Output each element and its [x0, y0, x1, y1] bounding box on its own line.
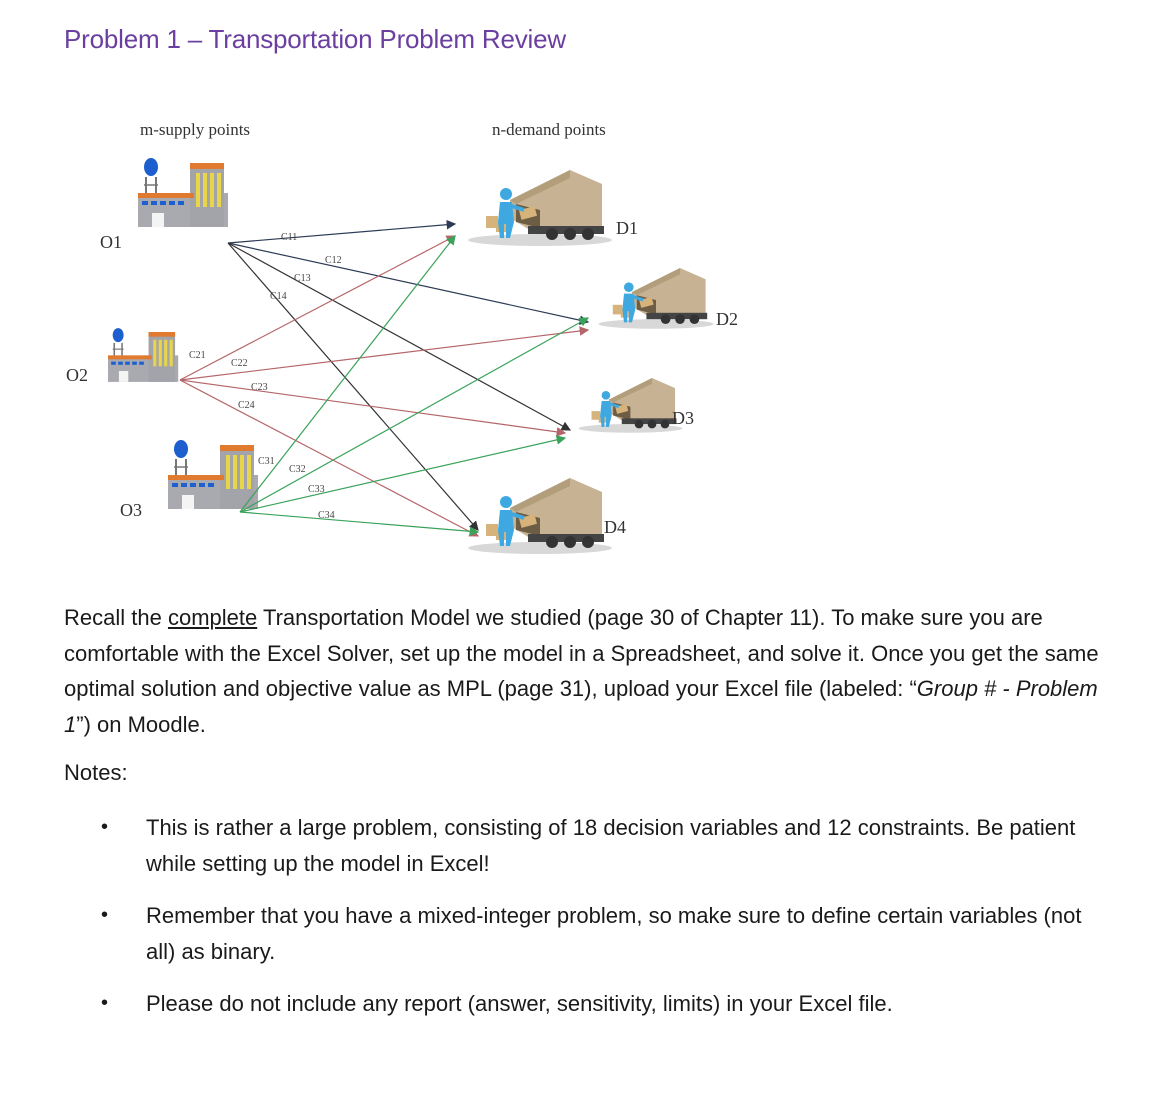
notes-heading: Notes: [64, 760, 128, 785]
cost-label-c34: C34 [318, 510, 335, 521]
bullet-text: Please do not include any report (answer… [146, 991, 893, 1016]
demand-label-d1: D1 [616, 218, 638, 238]
list-item: • Remember that you have a mixed-integer … [0, 898, 1106, 969]
route-o1-d2 [227, 242, 590, 325]
truck-icon-d1 [466, 168, 614, 248]
cost-label-c11: C11 [281, 232, 297, 243]
bullet-icon: • [101, 904, 109, 926]
cost-label-c13: C13 [294, 273, 311, 284]
cost-label-c22: C22 [231, 358, 248, 369]
demand-label-d2: D2 [716, 309, 738, 329]
factory-icon-o3 [167, 439, 259, 510]
bullet-text: Remember that you have a mixed-integer p… [146, 903, 1082, 964]
route-o3-d1 [239, 235, 456, 513]
supply-label-o1: O1 [100, 232, 122, 252]
route-o3-d4 [239, 511, 480, 537]
factory-icon-o1 [137, 157, 229, 228]
demand-label-d3: D3 [672, 408, 694, 428]
list-item: • Please do not include any report (answe… [0, 986, 1106, 1022]
paragraph-text: ”) on Moodle. [76, 711, 206, 737]
supply-label-o2: O2 [66, 365, 88, 385]
route-o3-d2 [239, 317, 590, 513]
route-o1-d1 [227, 219, 457, 244]
cost-label-c33: C33 [308, 484, 325, 495]
supply-label-o3: O3 [120, 500, 142, 520]
transportation-diagram: m-supply points n-demand points O1 O2 O3… [66, 120, 738, 556]
route-o3-d3 [239, 435, 567, 513]
route-o1-d3 [227, 242, 572, 431]
factory-icon-o2 [107, 327, 179, 383]
bullet-text: This is rather a large problem, consisti… [146, 815, 1076, 876]
route-o2-d1 [179, 235, 457, 381]
demand-label-d4: D4 [604, 517, 626, 537]
route-o1-d4 [227, 242, 479, 531]
notes-list: • This is rather a large problem, consist… [0, 810, 1164, 1022]
underlined-word: complete [167, 605, 258, 630]
instructions-paragraph: Recall the complete Transportation Model… [64, 600, 1124, 742]
truck-icon-d2 [596, 266, 716, 331]
truck-icon-d3 [577, 376, 684, 435]
file-name-label: Group # - Problem 1 [64, 676, 1098, 737]
cost-label-c24: C24 [238, 400, 255, 411]
truck-icon-d4 [466, 476, 614, 556]
cost-label-c12: C12 [325, 255, 342, 266]
cost-label-c32: C32 [289, 464, 306, 475]
bullet-icon: • [101, 816, 109, 838]
cost-label-c23: C23 [251, 382, 268, 393]
cost-label-c14: C14 [270, 291, 287, 302]
paragraph-text: Transportation Model we studied (page 30… [64, 605, 1099, 701]
cost-label-c21: C21 [189, 350, 206, 361]
page-title: Problem 1 – Transportation Problem Revie… [64, 24, 566, 54]
paragraph-text: Recall the [64, 605, 168, 630]
demand-header: n-demand points [492, 120, 606, 139]
route-o2-d4 [179, 379, 480, 537]
bullet-icon: • [101, 992, 109, 1014]
list-item: • This is rather a large problem, consist… [0, 810, 1106, 881]
route-o2-d3 [179, 379, 567, 437]
supply-header: m-supply points [140, 120, 250, 139]
route-o2-d2 [179, 326, 590, 381]
cost-label-c31: C31 [258, 456, 275, 467]
